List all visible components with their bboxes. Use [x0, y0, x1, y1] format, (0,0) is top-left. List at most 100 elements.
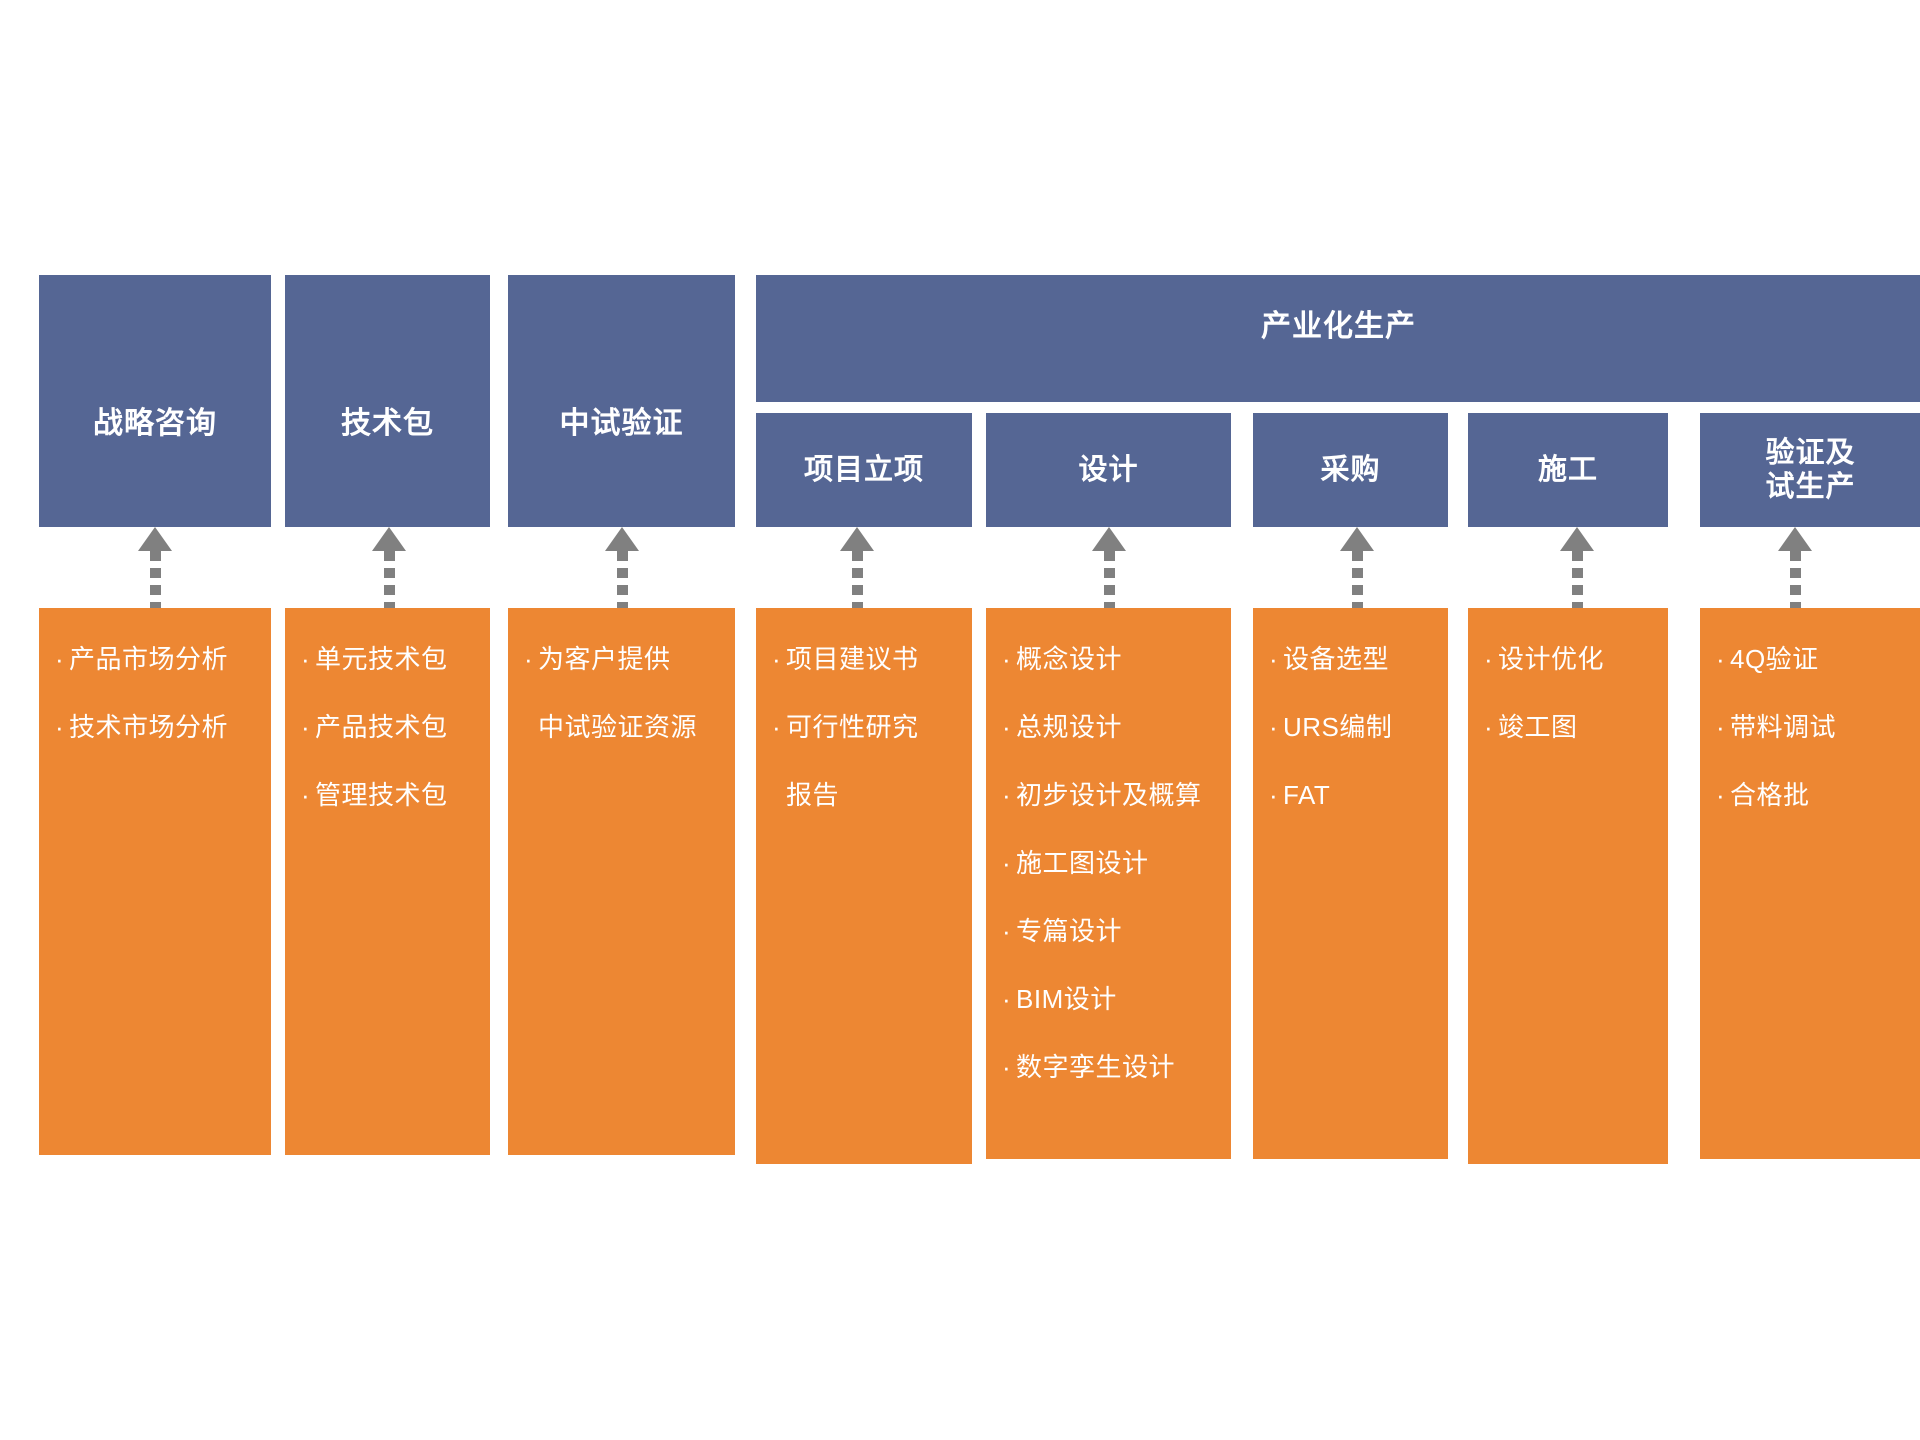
list-item-label: 专篇设计: [1016, 916, 1123, 946]
list-item: ·概念设计: [1002, 646, 1231, 672]
list-item: ·项目建议书: [772, 646, 972, 672]
list-item-label: 数字孪生设计: [1016, 1052, 1176, 1082]
list-item: ·报告: [772, 782, 972, 808]
list-item: ·数字孪生设计: [1002, 1054, 1231, 1080]
bullet-icon: ·: [301, 780, 311, 810]
arrow-shaft: [150, 551, 161, 634]
bullet-icon: ·: [1002, 848, 1012, 878]
stage-header-label: 验证及 试生产: [1765, 436, 1856, 503]
list-item: ·产品技术包: [301, 714, 490, 740]
banner-industrial-production: 产业化生产: [756, 275, 1920, 402]
arrow-head-icon: [138, 527, 172, 551]
stage-header-label: 中试验证: [559, 406, 684, 440]
bullet-icon: ·: [1002, 916, 1012, 946]
list-item: ·合格批: [1716, 782, 1920, 808]
bullet-icon: ·: [1716, 780, 1726, 810]
stage-header-label: 技术包: [341, 406, 434, 440]
bullet-icon: ·: [772, 644, 782, 674]
list-item-label: 产品技术包: [315, 712, 448, 742]
list-item-label: 报告: [786, 780, 840, 810]
arrow-shaft: [1572, 551, 1583, 629]
list-item-label: 施工图设计: [1016, 848, 1149, 878]
stage-header-validation-trial-production[interactable]: 验证及 试生产: [1700, 413, 1920, 527]
bullet-icon: ·: [301, 712, 311, 742]
bullet-icon: ·: [1002, 1052, 1012, 1082]
list-item-label: 产品市场分析: [69, 644, 229, 674]
list-item: ·带料调试: [1716, 714, 1920, 740]
bullet-icon: ·: [1269, 644, 1279, 674]
list-item-label: 项目建议书: [786, 644, 919, 674]
list-item: ·中试验证资源: [524, 714, 735, 740]
list-item-label: 初步设计及概算: [1016, 780, 1202, 810]
list-item-label: URS编制: [1283, 712, 1393, 742]
list-item: ·URS编制: [1269, 714, 1448, 740]
list-item-label: 管理技术包: [315, 780, 448, 810]
list-item: ·设计优化: [1484, 646, 1668, 672]
arrow-head-icon: [1560, 527, 1594, 551]
list-item: ·管理技术包: [301, 782, 490, 808]
stage-header-technology-package[interactable]: 技术包: [285, 275, 490, 527]
arrow-shaft: [1352, 551, 1363, 629]
list-item-label: 单元技术包: [315, 644, 448, 674]
bullet-icon: ·: [1002, 712, 1012, 742]
bullet-icon: ·: [524, 644, 534, 674]
list-item-label: 竣工图: [1498, 712, 1578, 742]
stage-header-label: 施工: [1537, 453, 1598, 486]
stage-content-construction: ·设计优化 ·竣工图: [1468, 608, 1668, 1164]
list-item-label: 带料调试: [1730, 712, 1837, 742]
bullet-icon: ·: [772, 712, 782, 742]
arrow-head-icon: [372, 527, 406, 551]
list-item: ·施工图设计: [1002, 850, 1231, 876]
bullet-icon: ·: [1002, 780, 1012, 810]
arrow-head-icon: [1092, 527, 1126, 551]
list-item-label: 总规设计: [1016, 712, 1123, 742]
list-item: ·总规设计: [1002, 714, 1231, 740]
list-item: ·单元技术包: [301, 646, 490, 672]
bullet-icon: ·: [301, 644, 311, 674]
stage-header-construction[interactable]: 施工: [1468, 413, 1668, 527]
list-item-label: FAT: [1283, 780, 1331, 810]
list-item: ·技术市场分析: [55, 714, 271, 740]
list-item-label: 设计优化: [1498, 644, 1605, 674]
bullet-icon: ·: [1269, 712, 1279, 742]
arrow-head-icon: [840, 527, 874, 551]
bullet-icon: ·: [1269, 780, 1279, 810]
list-item: ·可行性研究: [772, 714, 972, 740]
stage-header-label: 设计: [1078, 453, 1139, 486]
arrow-shaft: [1104, 551, 1115, 629]
stage-header-project-initiation[interactable]: 项目立项: [756, 413, 972, 527]
stage-content-design: ·概念设计 ·总规设计 ·初步设计及概算 ·施工图设计 ·专篇设计 ·BIM设计…: [986, 608, 1231, 1159]
bullet-icon: ·: [1002, 644, 1012, 674]
list-item: ·竣工图: [1484, 714, 1668, 740]
arrow-head-icon: [605, 527, 639, 551]
arrow-shaft: [617, 551, 628, 634]
stage-header-procurement[interactable]: 采购: [1253, 413, 1448, 527]
list-item: ·设备选型: [1269, 646, 1448, 672]
banner-label: 产业化生产: [1261, 310, 1416, 343]
stage-header-pilot-verification[interactable]: 中试验证: [508, 275, 735, 527]
stage-content-strategy-consulting: ·产品市场分析 ·技术市场分析: [39, 608, 271, 1155]
bullet-icon: ·: [55, 712, 65, 742]
stage-header-label: 战略咨询: [93, 406, 217, 440]
list-item-label: 4Q验证: [1730, 644, 1819, 674]
list-item-label: 概念设计: [1016, 644, 1123, 674]
list-item-label: 可行性研究: [786, 712, 919, 742]
stage-content-project-initiation: ·项目建议书 ·可行性研究 ·报告: [756, 608, 972, 1164]
list-item-label: 设备选型: [1283, 644, 1390, 674]
stage-header-strategy-consulting[interactable]: 战略咨询: [39, 275, 271, 527]
bullet-icon: ·: [1484, 644, 1494, 674]
arrow-head-icon: [1778, 527, 1812, 551]
bullet-icon: ·: [1002, 984, 1012, 1014]
list-item: ·为客户提供: [524, 646, 735, 672]
list-item-label: 技术市场分析: [69, 712, 229, 742]
list-item: ·初步设计及概算: [1002, 782, 1231, 808]
arrow-shaft: [852, 551, 863, 629]
bullet-icon: ·: [55, 644, 65, 674]
stage-header-label: 采购: [1320, 453, 1381, 486]
list-item-label: 合格批: [1730, 780, 1810, 810]
list-item-label: BIM设计: [1016, 984, 1117, 1014]
stage-header-design[interactable]: 设计: [986, 413, 1231, 527]
stage-content-technology-package: ·单元技术包 ·产品技术包 ·管理技术包: [285, 608, 490, 1155]
arrow-shaft: [1790, 551, 1801, 629]
